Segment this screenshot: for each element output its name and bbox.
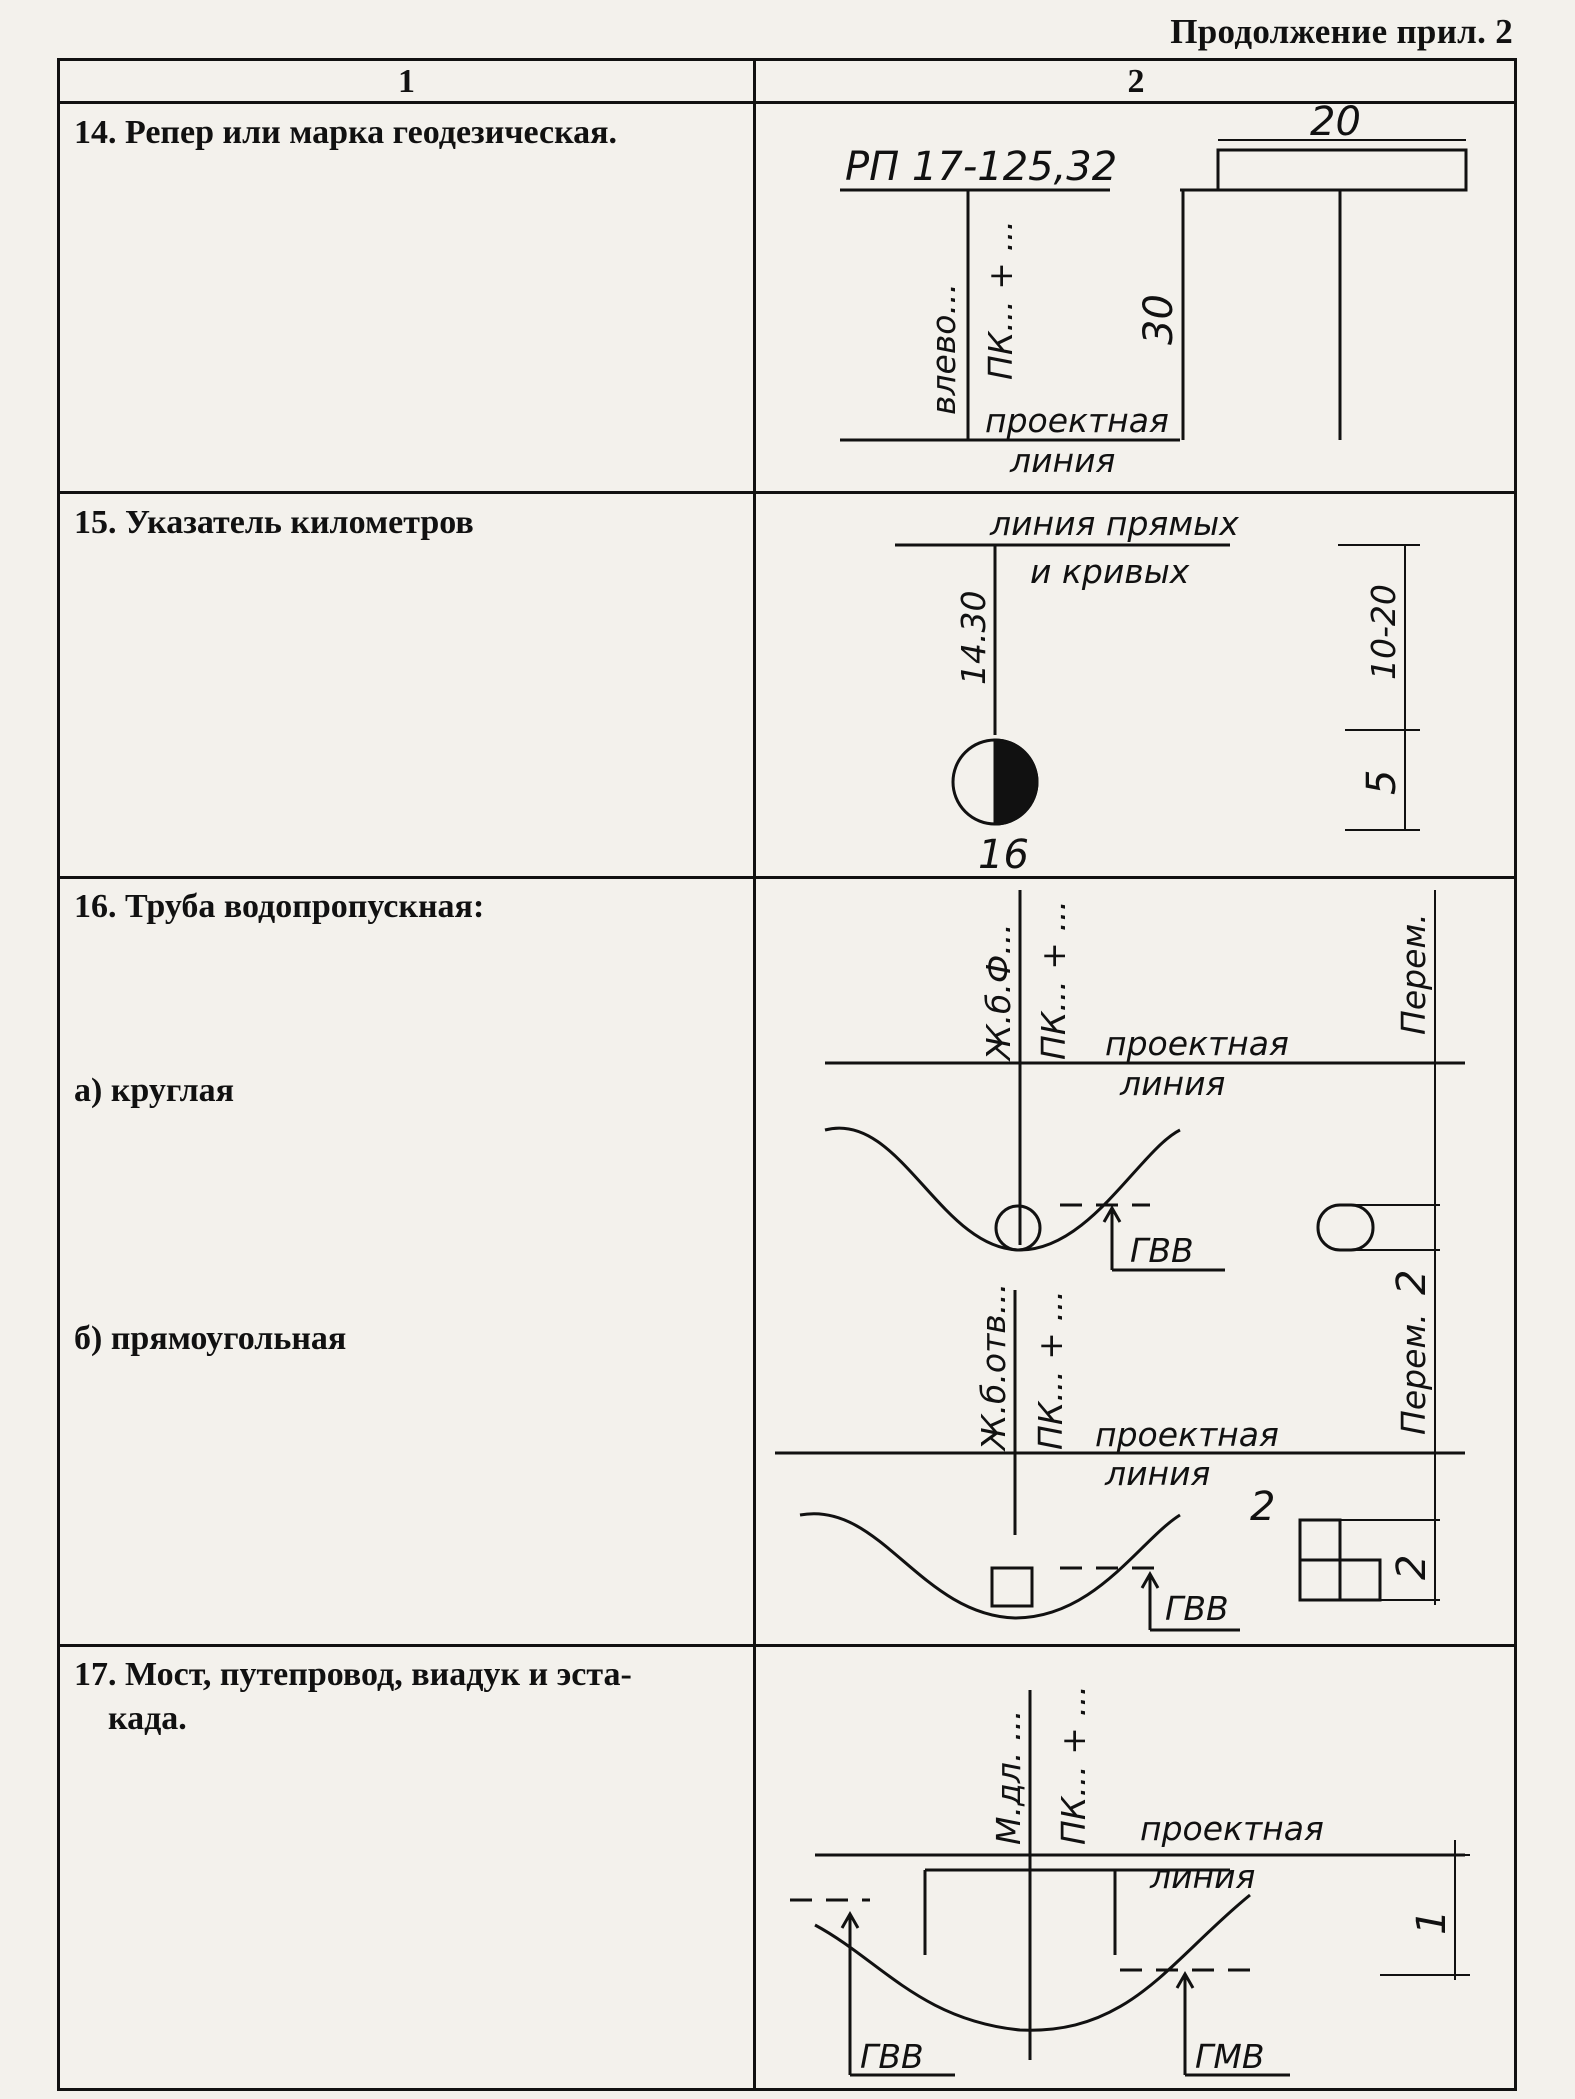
round-culvert-line-label-2: линия bbox=[1119, 1064, 1225, 1103]
rect-culvert-dim-2-side: 2 bbox=[1389, 1555, 1435, 1580]
round-culvert-station-label: ПК... + ... bbox=[1034, 900, 1073, 1060]
header-divider bbox=[60, 101, 1514, 104]
rect-culvert-line-label: проектная bbox=[1095, 1415, 1279, 1454]
bridge-hwl-label: ГВВ bbox=[860, 2037, 924, 2076]
benchmark-offset-label: влево... bbox=[924, 283, 963, 415]
round-culvert-sketch: Ж.б.Ф... ПК... + ... проектная линия ГВВ… bbox=[824, 890, 1465, 1295]
bridge-line-label: проектная bbox=[1140, 1809, 1324, 1848]
bridge-dim-1: 1 bbox=[1409, 1910, 1455, 1935]
km-line-label-2: и кривых bbox=[1030, 552, 1190, 591]
km-line-label-1: линия прямых bbox=[989, 504, 1239, 543]
round-culvert-dim-2: 2 bbox=[1389, 1270, 1435, 1295]
benchmark-height-dim: 30 bbox=[1136, 294, 1182, 345]
row-14-name: 14. Репер или марка геодезическая. bbox=[74, 114, 618, 151]
bridge-lwl-label: ГМВ bbox=[1195, 2037, 1265, 2076]
symbols-table: 1 2 14. Репер или марка геодезическая. 1… bbox=[57, 58, 1517, 2091]
rect-culvert-dim-variable: Перем. bbox=[1394, 1313, 1433, 1435]
rect-culvert-sketch: Ж.б.отв... ПК... + ... проектная линия Г… bbox=[775, 1283, 1465, 1632]
bridge-station-label: ПК... + ... bbox=[1054, 1685, 1093, 1845]
benchmark-design-line-label-2: линия bbox=[1009, 441, 1115, 480]
rect-culvert-station-label: ПК... + ... bbox=[1031, 1290, 1070, 1450]
benchmark-station-label: ПК... + ... bbox=[981, 220, 1020, 380]
bridge-line-label-2: линия bbox=[1149, 1857, 1255, 1896]
row-17-name-line2: када. bbox=[108, 1700, 187, 1737]
row-16-name: 16. Труба водопропускная: bbox=[74, 888, 485, 925]
row-16a-name: а) круглая bbox=[74, 1072, 235, 1109]
round-culvert-dim-variable: Перем. bbox=[1394, 913, 1433, 1035]
rect-culvert-dim-2-top: 2 bbox=[1250, 1484, 1275, 1530]
row-17-name-line1: 17. Мост, путепровод, виадук и эста- bbox=[74, 1656, 632, 1693]
km-dim-upper: 10-20 bbox=[1364, 584, 1403, 680]
rect-culvert-line-label-2: линия bbox=[1104, 1454, 1210, 1493]
rect-culvert-hwl-label: ГВВ bbox=[1165, 1589, 1229, 1628]
km-vertical-label: 14.30 bbox=[954, 591, 993, 685]
row-divider bbox=[60, 876, 1514, 879]
row-divider bbox=[60, 491, 1514, 494]
benchmark-design-line-label: проектная bbox=[985, 401, 1169, 440]
column-divider bbox=[753, 61, 756, 2088]
round-culvert-type-label: Ж.б.Ф... bbox=[979, 923, 1018, 1062]
round-culvert-hwl-label: ГВВ bbox=[1130, 1231, 1194, 1270]
bridge-length-label: М.дл. ... bbox=[989, 1710, 1028, 1845]
bridge-sketch: М.дл. ... ПК... + ... проектная линия ГВ… bbox=[790, 1685, 1470, 2077]
benchmark-label: РП 17-125,32 bbox=[845, 144, 1117, 190]
row-15-name: 15. Указатель километров bbox=[74, 504, 474, 541]
continuation-title: Продолжение прил. 2 bbox=[1170, 12, 1513, 51]
benchmark-sketch: РП 17-125,32 влево... ПК... + ... проект… bbox=[840, 99, 1468, 480]
row-16b-name: б) прямоугольная bbox=[74, 1320, 347, 1357]
benchmark-width-dim: 20 bbox=[1310, 99, 1361, 145]
km-number-label: 16 bbox=[978, 832, 1029, 878]
rect-culvert-type-label: Ж.б.отв... bbox=[974, 1283, 1013, 1452]
km-marker-sketch: линия прямых и кривых 14.30 16 10-20 5 bbox=[895, 504, 1420, 878]
row-divider bbox=[60, 1644, 1514, 1647]
column-header-2: 2 bbox=[1127, 63, 1145, 100]
column-header-1: 1 bbox=[398, 63, 415, 100]
round-culvert-line-label: проектная bbox=[1105, 1024, 1289, 1063]
km-dim-lower: 5 bbox=[1359, 770, 1405, 795]
